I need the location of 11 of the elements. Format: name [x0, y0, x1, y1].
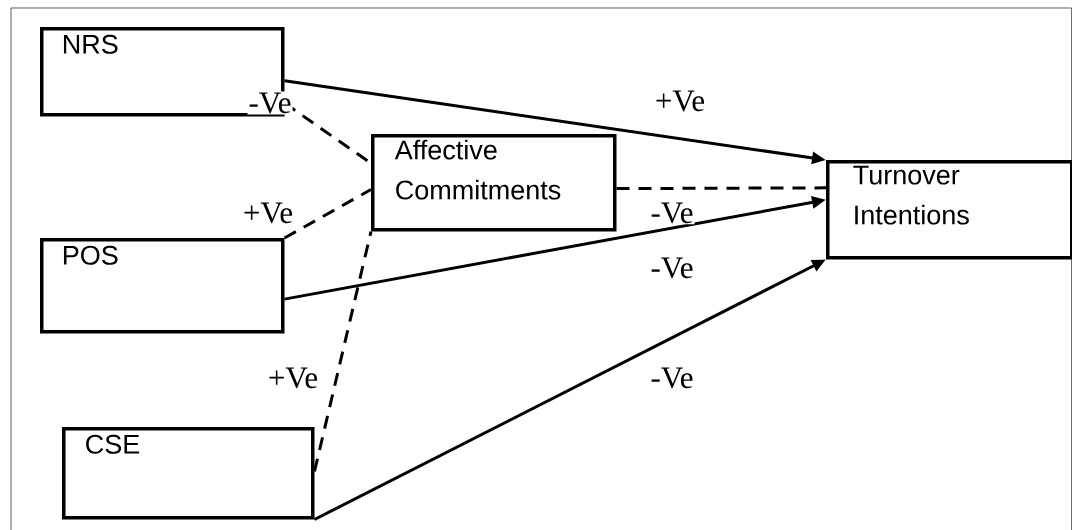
box: POS	[40, 238, 285, 334]
box: Turnover Intentions	[826, 160, 1072, 260]
edge-label: +Ve	[244, 202, 293, 224]
edge-label: -Ve	[249, 92, 291, 114]
edge-label: +Ve	[656, 90, 705, 112]
box: Affective Commitments	[371, 134, 617, 232]
edge-label: -Ve	[651, 202, 693, 224]
box: CSE	[62, 427, 315, 520]
edge-label: +Ve	[269, 367, 318, 389]
edge-label: -Ve	[651, 367, 693, 389]
edge-label: -Ve	[651, 257, 693, 279]
